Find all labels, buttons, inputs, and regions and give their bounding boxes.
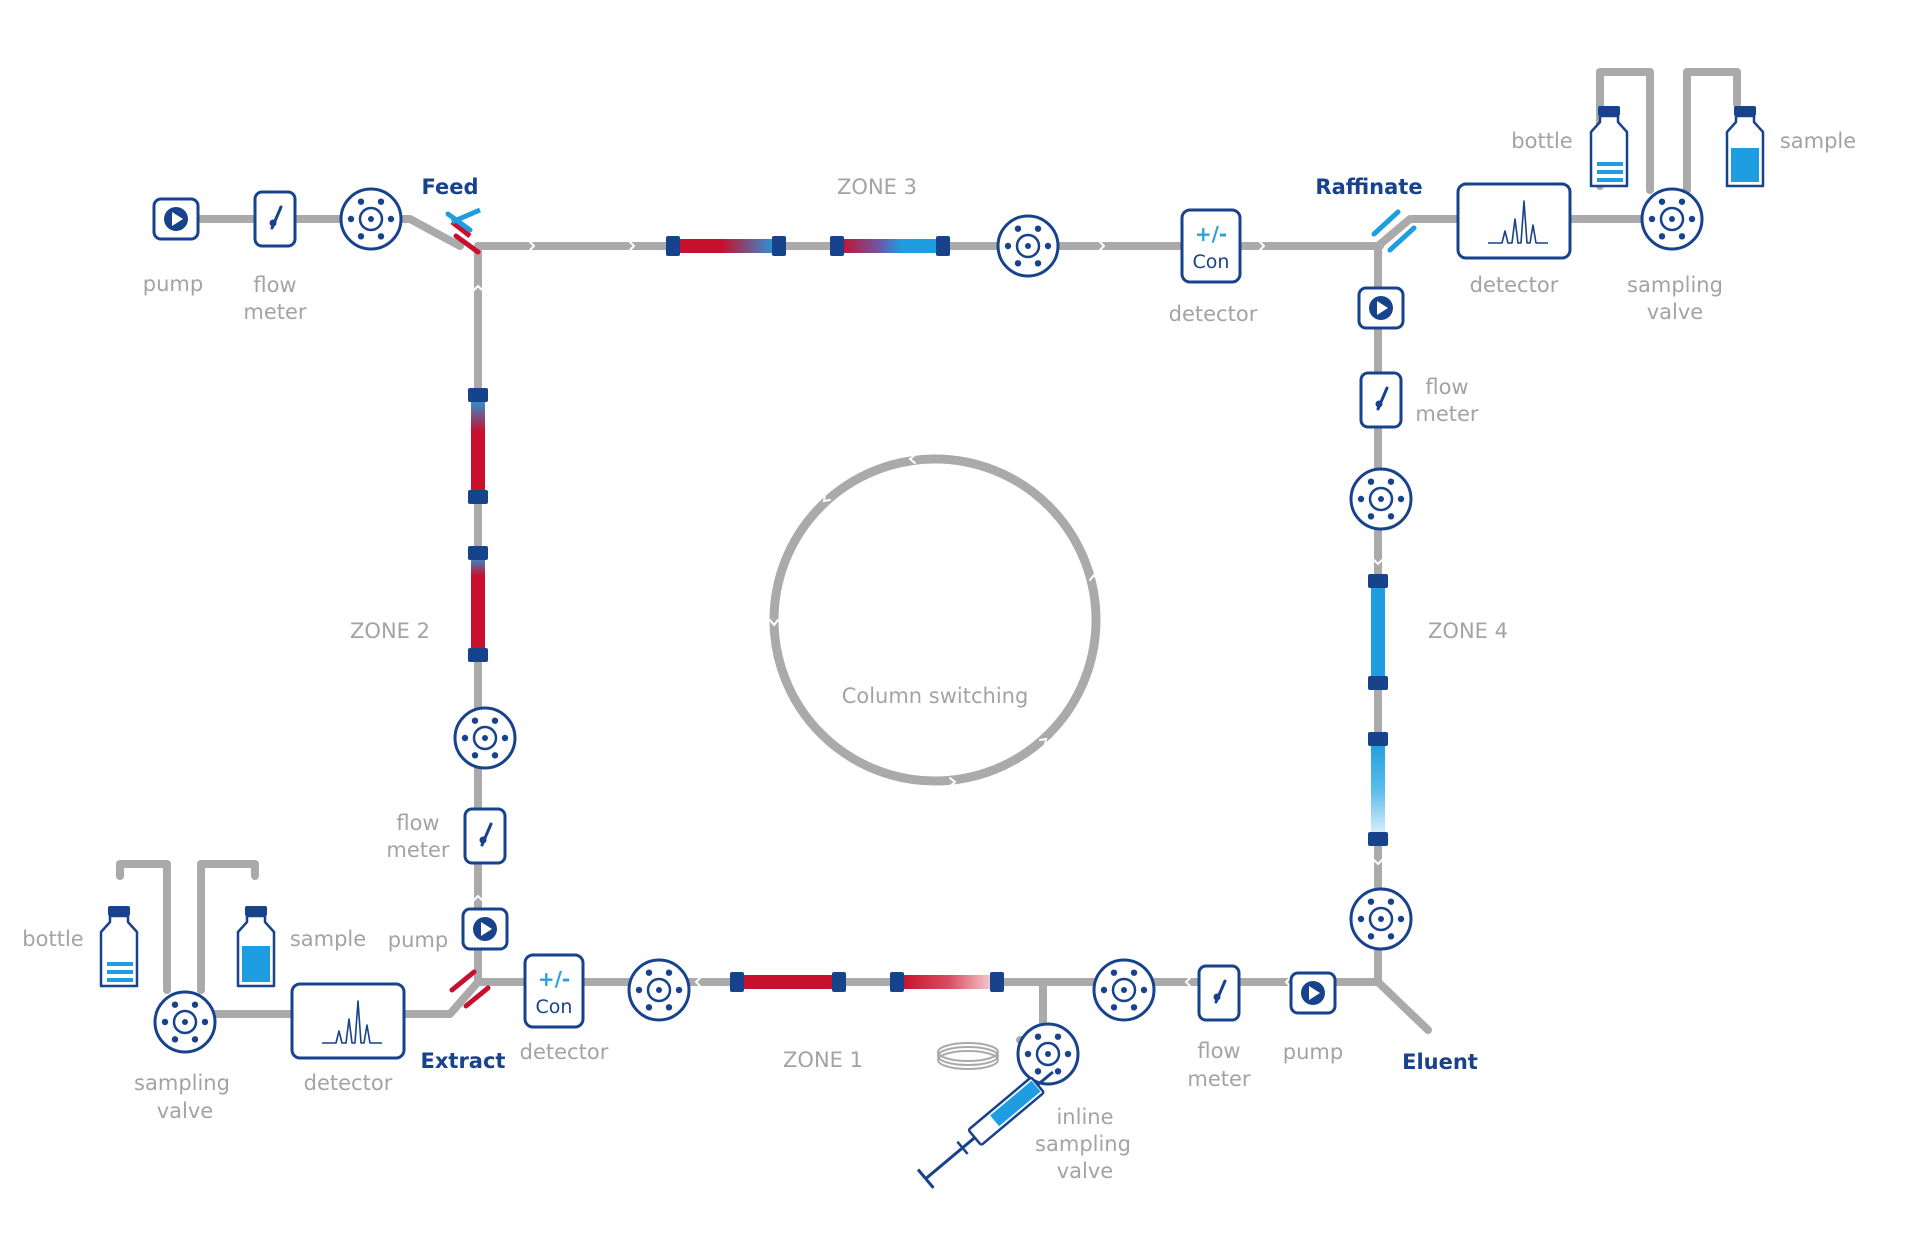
extract-bottle-label: bottle	[22, 927, 83, 951]
zone3-con-top: +/-	[1195, 222, 1227, 246]
zone2-valve-icon[interactable]	[453, 706, 517, 770]
zone1-detector-label: detector	[520, 1040, 609, 1064]
zone2-pump-icon[interactable]	[461, 907, 509, 951]
pipe-extract-branch	[176, 978, 482, 1018]
zone1-pump-icon[interactable]	[1289, 971, 1337, 1015]
zone1-con-top: +/-	[538, 967, 570, 991]
pipe-feed-line	[172, 215, 464, 250]
zone1-flow-meter-icon[interactable]	[1197, 964, 1241, 1022]
raffinate-sampling-valve-icon[interactable]	[1640, 187, 1704, 251]
zone3-conductivity-detector-icon[interactable]: +/- Con	[1180, 208, 1242, 284]
zone1-flow-label: flow	[1197, 1039, 1240, 1063]
feed-junction-marks	[445, 211, 481, 255]
zone2-meter-label: meter	[386, 838, 450, 862]
inline-label: inline	[1056, 1105, 1113, 1129]
raffinate-bottle-label: bottle	[1511, 129, 1572, 153]
zone3-label: ZONE 3	[837, 175, 917, 199]
zone4-valve-upper-icon[interactable]	[1349, 467, 1413, 531]
zone1-valve-right-icon[interactable]	[1092, 958, 1156, 1022]
zone1-meter-label: meter	[1187, 1067, 1251, 1091]
feed-valve-icon[interactable]	[339, 187, 403, 251]
feed-flow-meter-icon[interactable]	[253, 190, 297, 248]
zone1-conductivity-detector-icon[interactable]: +/- Con	[523, 953, 585, 1029]
column-zone3-a	[676, 239, 778, 253]
zone3-valve-icon[interactable]	[996, 214, 1060, 278]
ring-chevrons	[769, 454, 1099, 787]
column-zone4-a	[1371, 584, 1385, 682]
eluent-port-label: Eluent	[1402, 1050, 1478, 1074]
zone1-pump-label: pump	[1283, 1040, 1343, 1064]
zone4-valve-lower-icon[interactable]	[1349, 887, 1413, 951]
extract-sampling-label: sampling	[134, 1071, 230, 1095]
center-label: Column switching	[842, 684, 1029, 708]
feed-port-label: Feed	[421, 175, 478, 199]
raffinate-junction-marks	[1371, 209, 1417, 253]
column-zone1-a	[740, 975, 838, 989]
zone2-flow-label: flow	[396, 811, 439, 835]
raffinate-port-label: Raffinate	[1315, 175, 1422, 199]
zone4-flow-label: flow	[1425, 375, 1468, 399]
zone4-label: ZONE 4	[1428, 619, 1508, 643]
pipe-loop-bl-bottle	[116, 860, 171, 994]
pipe-loop-bl-sample	[197, 860, 259, 994]
zone1-valve-left-icon[interactable]	[627, 958, 691, 1022]
column-zone2-b	[471, 556, 485, 654]
zone3-detector-label: detector	[1169, 302, 1258, 326]
feed-meter-label: meter	[243, 300, 307, 324]
zone4-meter-label: meter	[1415, 402, 1479, 426]
raffinate-sample-icon[interactable]	[1725, 104, 1765, 188]
inline-sampling-label: sampling	[1035, 1132, 1131, 1156]
column-switching-ring	[769, 454, 1101, 786]
pipe-loop-tr-sample	[1683, 68, 1741, 194]
zone3-con-bottom: Con	[1193, 251, 1230, 273]
raffinate-bottle-icon[interactable]	[1589, 104, 1629, 188]
extract-bottle-icon[interactable]	[99, 904, 139, 988]
raffinate-sample-label: sample	[1780, 129, 1856, 153]
column-zone3-b	[840, 239, 942, 253]
syringe-icon[interactable]	[916, 1063, 1061, 1189]
extract-sample-icon[interactable]	[236, 904, 276, 988]
pipe-eluent-exit	[1374, 978, 1432, 1034]
extract-detector-icon[interactable]	[290, 982, 406, 1060]
column-end-caps	[468, 236, 1388, 992]
flow-chevrons	[269, 214, 1383, 1019]
raffinate-valve-label: valve	[1647, 300, 1703, 324]
extract-junction-marks	[449, 969, 491, 1009]
extract-port-label: Extract	[421, 1049, 506, 1073]
column-zone2-a	[471, 398, 485, 494]
extract-sampling-valve-icon[interactable]	[153, 990, 217, 1054]
zone2-pump-label: pump	[388, 928, 448, 952]
column-zone1-b	[900, 975, 996, 989]
inline-valve-label: valve	[1057, 1159, 1113, 1183]
columns	[471, 239, 1385, 989]
raffinate-detector-label: detector	[1470, 273, 1559, 297]
zone1-con-bottom: Con	[536, 996, 573, 1018]
extract-sample-label: sample	[290, 927, 366, 951]
extract-detector-label: detector	[304, 1071, 393, 1095]
feed-flow-label: flow	[253, 273, 296, 297]
pipe-raffinate-branch	[1374, 215, 1684, 250]
zone4-pump-icon[interactable]	[1357, 286, 1405, 330]
extract-valve-label: valve	[157, 1099, 213, 1123]
sample-loop-coil-icon	[937, 1042, 999, 1070]
feed-pump-label: pump	[143, 272, 203, 296]
zone2-flow-meter-icon[interactable]	[463, 807, 507, 865]
raffinate-sampling-label: sampling	[1627, 273, 1723, 297]
column-zone4-b	[1371, 742, 1385, 838]
zone1-label: ZONE 1	[783, 1048, 863, 1072]
zone4-flow-meter-icon[interactable]	[1359, 371, 1403, 429]
zone2-label: ZONE 2	[350, 619, 430, 643]
feed-pump-icon[interactable]	[152, 197, 200, 241]
raffinate-detector-icon[interactable]	[1456, 182, 1572, 260]
